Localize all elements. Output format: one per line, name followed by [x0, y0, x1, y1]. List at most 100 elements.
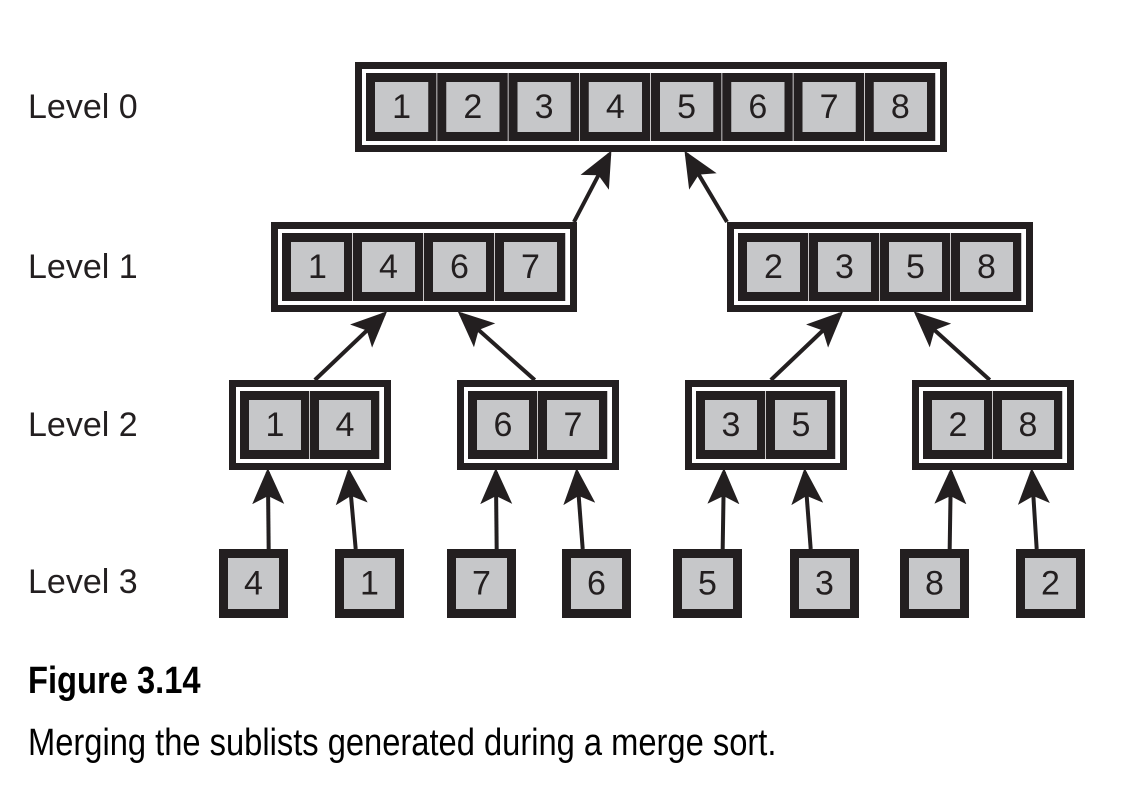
list-cell: 5 [880, 233, 952, 301]
cell-value: 6 [450, 248, 469, 286]
cell-box [790, 549, 859, 618]
cell-value: 5 [906, 248, 925, 286]
cell-box [923, 391, 993, 459]
merge-arrow [313, 311, 388, 382]
merge-arrow [252, 468, 285, 550]
cell-value: 7 [820, 88, 839, 126]
merge-arrow [707, 468, 740, 550]
cell-value: 6 [494, 406, 513, 444]
merge-arrow [913, 311, 992, 382]
cell-box [508, 73, 580, 141]
cell-box [562, 549, 631, 618]
cell-value: 6 [587, 565, 606, 603]
cell-box [424, 233, 495, 301]
cell-box [240, 391, 310, 459]
merge-arrow [934, 468, 967, 550]
cell-value: 3 [535, 88, 554, 126]
cell-box [468, 391, 538, 459]
cell-box [310, 391, 380, 459]
single-item: 6 [562, 549, 631, 618]
cell-box [1016, 549, 1085, 618]
cell-value: 2 [949, 406, 968, 444]
cell-value: 2 [463, 88, 482, 126]
cell-value: 4 [606, 88, 625, 126]
merge-arrow [335, 468, 368, 550]
cell-box [766, 391, 836, 459]
cell-value: 3 [835, 248, 854, 286]
list-cell: 6 [468, 391, 539, 459]
cell-box [335, 549, 404, 618]
list-cell: 4 [310, 391, 381, 459]
list-cell: 7 [538, 391, 609, 459]
list-cell: 2 [437, 73, 510, 141]
cell-box [437, 73, 509, 141]
list-cell: 3 [696, 391, 767, 459]
cell-box [447, 549, 516, 618]
cell-box [951, 233, 1022, 301]
list-cell: 7 [495, 233, 567, 301]
sublist: 1 4 6 7 [271, 222, 577, 312]
list-cell: 1 [240, 391, 311, 459]
merge-arrow [1017, 468, 1050, 550]
cell-value: 8 [925, 565, 944, 603]
cell-box [651, 73, 723, 141]
merge-arrow [769, 311, 844, 382]
cell-box [219, 549, 288, 618]
cell-value: 3 [722, 406, 741, 444]
cell-value: 4 [336, 406, 355, 444]
list-cell: 7 [793, 73, 866, 141]
cell-value: 8 [977, 248, 996, 286]
list-cell: 1 [366, 73, 438, 141]
merge-arrow [572, 150, 612, 223]
cell-box [495, 233, 566, 301]
cell-value: 7 [564, 406, 583, 444]
cell-value: 7 [521, 248, 540, 286]
single-item: 3 [790, 549, 859, 618]
figure-number: Figure 3.14 [28, 660, 201, 702]
cell-box [880, 233, 951, 301]
cell-box [673, 549, 742, 618]
cell-value: 5 [792, 406, 811, 444]
cell-value: 4 [379, 248, 398, 286]
single-item: 1 [335, 549, 404, 618]
cell-value: 2 [764, 248, 783, 286]
list-cell: 5 [651, 73, 723, 141]
level-label: Level 2 [28, 406, 138, 444]
cell-box [696, 391, 766, 459]
merge-arrow [563, 468, 596, 550]
cell-value: 1 [360, 565, 379, 603]
cell-box [282, 233, 353, 301]
cell-value: 8 [891, 88, 910, 126]
cell-box [993, 391, 1063, 459]
cell-value: 3 [815, 565, 834, 603]
merge-arrow [457, 311, 537, 382]
list-cell: 6 [722, 73, 795, 141]
sublist: 2 3 5 8 [727, 222, 1033, 312]
list-cell: 6 [424, 233, 496, 301]
merge-arrow [791, 468, 824, 550]
list-cell: 8 [864, 73, 937, 141]
cell-box [353, 233, 424, 301]
cell-value: 1 [266, 406, 285, 444]
cell-box [538, 391, 608, 459]
cell-box [864, 73, 936, 141]
cell-value: 1 [308, 248, 327, 286]
list-cell: 4 [353, 233, 425, 301]
cell-box [809, 233, 880, 301]
list-cell: 8 [993, 391, 1064, 459]
cell-value: 7 [472, 565, 491, 603]
cell-box [366, 73, 438, 141]
single-item: 8 [900, 549, 969, 618]
level-label: Level 1 [28, 248, 138, 286]
level-label: Level 0 [28, 88, 138, 126]
merge-arrow [684, 150, 729, 224]
single-item: 4 [219, 549, 288, 618]
cell-value: 5 [677, 88, 696, 126]
list-cell: 4 [579, 73, 652, 141]
cell-value: 1 [392, 88, 411, 126]
list-cell: 8 [951, 233, 1023, 301]
